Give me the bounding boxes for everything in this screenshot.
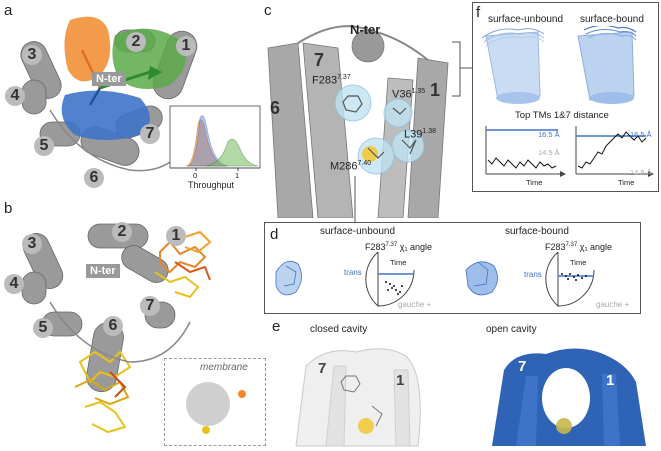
panel-label-e: e	[272, 318, 281, 335]
c-to-d-connector	[354, 176, 356, 224]
e-open-helix-1: 1	[606, 372, 615, 389]
f-d-low-left: 14.5 Å	[538, 148, 560, 157]
a-helix-7: 7	[140, 124, 160, 144]
panel-c-structure	[267, 25, 449, 218]
a-helix-6: 6	[84, 168, 104, 188]
b-nter-label: N-ter	[86, 264, 120, 278]
a-helix-2: 2	[126, 32, 146, 52]
d-gauche-left: gauche +	[398, 300, 432, 309]
c-residue-m286: M2867.40	[330, 160, 372, 173]
d-graphics	[275, 252, 595, 308]
a-inset-tick-1: 1	[235, 171, 240, 180]
b-helix-6: 6	[103, 316, 123, 336]
panel-d-box	[264, 222, 641, 314]
d-trans-left: trans	[344, 268, 362, 277]
e-closed-helix-7: 7	[318, 360, 327, 377]
f-time-right: Time	[618, 178, 635, 187]
f-distance-title: Top TMs 1&7 distance	[515, 110, 609, 121]
a-inset-xlabel: Throughput	[188, 180, 235, 190]
e-closed-cavity	[295, 348, 421, 447]
b-helix-4: 4	[4, 274, 24, 294]
b-membrane-inset	[164, 358, 266, 446]
d-gauche-right: gauche +	[596, 300, 630, 309]
d-time-right: Time	[570, 258, 587, 267]
f-d-high-left: 16.5 Å	[538, 130, 560, 139]
f-helix-bundles	[481, 26, 637, 104]
f-unbound-title: surface-unbound	[488, 14, 564, 25]
b-helix-2: 2	[112, 222, 132, 242]
e-open-helix-7: 7	[518, 358, 527, 375]
e-closed-helix-1: 1	[396, 372, 405, 389]
b-membrane-label: membrane	[200, 362, 248, 373]
b-helix-3: 3	[22, 234, 42, 254]
a-helix-4: 4	[5, 86, 25, 106]
c-residue-v36: V361.35	[392, 88, 426, 101]
b-helix-7: 7	[140, 296, 160, 316]
d-angle-label-right: F2837.37 χ₁ angle	[545, 242, 613, 252]
c-residue-f283: F2837.37	[312, 74, 351, 87]
a-helix-5: 5	[34, 136, 54, 156]
c-helix-7: 7	[314, 50, 325, 70]
a-inset-tick-0: 0	[193, 171, 198, 180]
b-helix-1: 1	[166, 226, 186, 246]
e-open-title: open cavity	[486, 324, 537, 335]
d-unbound-title: surface-unbound	[320, 226, 396, 237]
d-angle-label-left: F2837.37 χ₁ angle	[365, 242, 433, 252]
c-helix-1: 1	[430, 80, 441, 100]
c-to-f-bracket	[452, 41, 472, 97]
a-helix-3: 3	[22, 45, 42, 65]
d-time-left: Time	[390, 258, 407, 267]
c-nter-label: N-ter	[350, 22, 381, 37]
f-d-low-right: 14.5 Å	[630, 168, 652, 177]
panel-label-d: d	[270, 226, 279, 243]
d-trans-right: trans	[524, 270, 542, 279]
f-distance-plots	[485, 126, 654, 177]
f-d-high-right: 16.5 Å	[630, 130, 652, 139]
a-helix-1: 1	[176, 36, 196, 56]
e-open-cavity	[492, 348, 646, 446]
c-residue-l39: L391.38	[404, 128, 436, 141]
c-helix-6: 6	[270, 98, 281, 118]
e-closed-title: closed cavity	[310, 324, 368, 335]
panel-a-density-inset	[169, 105, 261, 171]
f-bound-title: surface-bound	[580, 14, 644, 25]
d-bound-title: surface-bound	[505, 226, 569, 237]
a-nter-label: N-ter	[92, 72, 126, 86]
f-time-left: Time	[526, 178, 543, 187]
panel-label-c: c	[264, 2, 272, 19]
panel-label-b: b	[4, 200, 13, 217]
b-membrane-mini	[186, 382, 246, 434]
panel-label-a: a	[4, 2, 13, 19]
panel-label-f: f	[476, 4, 481, 21]
b-helix-5: 5	[33, 318, 53, 338]
